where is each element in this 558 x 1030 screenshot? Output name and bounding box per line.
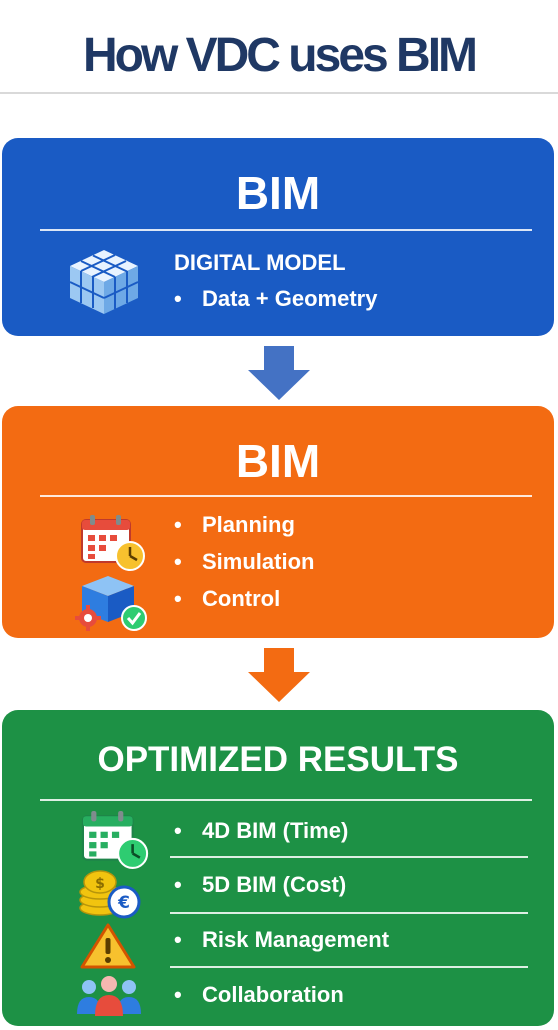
list-item: Risk Management [174, 927, 389, 953]
coins-euro-icon: $ € [79, 870, 141, 919]
list-item: Control [174, 586, 280, 612]
row-divider [170, 856, 528, 858]
people-icon [77, 976, 141, 1016]
calendar-clock-icon [81, 811, 149, 869]
svg-text:$: $ [95, 876, 105, 892]
panel-heading: OPTIMIZED RESULTS [97, 740, 459, 779]
cube-gear-check-icon [75, 576, 147, 631]
warning-icon [80, 923, 136, 969]
list-item: Data + Geometry [174, 286, 377, 312]
list-item: Collaboration [174, 982, 344, 1008]
digital-model-label: DIGITAL MODEL [174, 250, 346, 275]
svg-text:€: € [117, 893, 130, 913]
down-arrow-icon [248, 648, 310, 702]
panel-heading: BIM [235, 435, 321, 487]
cube-icon [69, 250, 139, 314]
list-item: Planning [174, 512, 295, 538]
panel-optimized-results: OPTIMIZED RESULTS $ € [2, 710, 554, 1026]
list-item: 4D BIM (Time) [174, 818, 348, 844]
row-divider [170, 912, 528, 914]
panel-process: BIM Planning Simulation Control [2, 406, 554, 638]
list-item: Simulation [174, 549, 314, 575]
panel-divider [40, 799, 532, 801]
down-arrow-icon [248, 346, 310, 400]
title-divider [0, 92, 558, 94]
row-divider [170, 966, 528, 968]
calendar-clock-icon [81, 515, 145, 571]
page-title: How VDC uses BIM [82, 29, 478, 82]
list-item: 5D BIM (Cost) [174, 872, 346, 898]
panel-divider [40, 229, 532, 231]
panel-heading: BIM [235, 167, 321, 219]
panel-digital-model: BIM DIGITAL MODEL Data + Geometry [2, 138, 554, 336]
panel-divider [40, 495, 532, 497]
